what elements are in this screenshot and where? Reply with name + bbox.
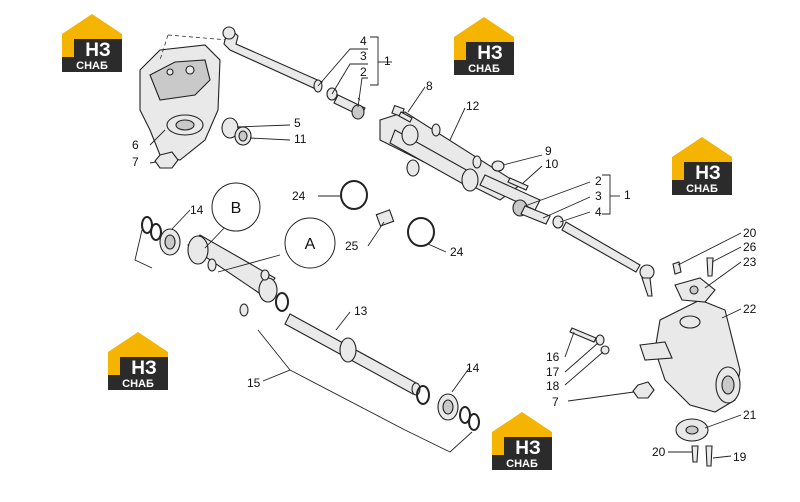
label-22: 22: [743, 302, 757, 316]
svg-text:СНАБ: СНАБ: [76, 60, 108, 72]
logo-watermark: НЗ СНАБ: [454, 17, 514, 75]
bolt-part-16: [569, 327, 597, 343]
label-1: 1: [384, 54, 391, 68]
label-25: 25: [345, 239, 359, 253]
label-5: 5: [294, 116, 301, 130]
svg-text:НЗ: НЗ: [515, 438, 541, 459]
label-8: 8: [426, 79, 433, 93]
nut-part-7-left: [154, 151, 179, 169]
right-steering-knuckle: [639, 299, 741, 413]
fitting-part-20-lower: [691, 445, 699, 463]
o-rings-left: [141, 216, 162, 241]
piston-rod-part-13: [284, 313, 421, 396]
svg-text:НЗ: НЗ: [131, 358, 157, 379]
label-15: 15: [247, 376, 261, 390]
bolt-part-10: [507, 177, 529, 191]
label-26: 26: [743, 240, 757, 254]
label-20-upper: 20: [743, 226, 757, 240]
pin-part-25: [375, 209, 395, 227]
logo-watermark: НЗ СНАБ: [672, 137, 732, 195]
label-7-right: 7: [552, 395, 559, 409]
logo-watermark: НЗ СНАБ: [108, 332, 168, 390]
label-1-right: 1: [624, 188, 631, 202]
label-20-lower: 20: [652, 445, 666, 459]
bolt-part-19: [705, 445, 713, 467]
tie-rod-right: [512, 199, 655, 297]
label-21: 21: [743, 408, 757, 422]
gland-part-14-right: [416, 385, 459, 421]
callout-a: A: [284, 217, 336, 269]
label-4-right: 4: [595, 205, 602, 219]
label-16: 16: [546, 350, 560, 364]
svg-text:НЗ: НЗ: [695, 163, 721, 184]
cap-part-23: [674, 277, 716, 303]
label-13: 13: [354, 304, 368, 318]
svg-text:НЗ: НЗ: [85, 40, 111, 61]
o-rings-middle: [275, 292, 289, 312]
label-18: 18: [546, 379, 560, 393]
logo-watermark: НЗ СНАБ: [492, 412, 552, 470]
left-steering-knuckle: [139, 34, 229, 161]
label-2: 2: [360, 65, 367, 79]
svg-text:СНАБ: СНАБ: [468, 63, 500, 75]
svg-text:СНАБ: СНАБ: [506, 458, 538, 470]
plate-part-21: [675, 418, 709, 442]
nut-part-7-right: [632, 381, 655, 399]
part-labels: 4 3 2 1 5 11 6 7 8 12 9 10 2 3 4 1 24 25…: [132, 34, 757, 464]
label-12: 12: [466, 99, 480, 113]
label-2-right: 2: [595, 174, 602, 188]
svg-text:B: B: [231, 200, 242, 217]
svg-text:НЗ: НЗ: [477, 43, 503, 64]
bushing-part-9: [491, 160, 505, 172]
circlip-part-24-upper: [340, 180, 368, 210]
gland-part-14-left: [159, 228, 181, 256]
seal-part-11: [234, 126, 252, 146]
circlip-part-24-lower: [407, 217, 435, 247]
label-3: 3: [360, 49, 367, 63]
grease-fitting-part-20: [672, 261, 682, 275]
steering-cylinder-upper: [379, 111, 541, 211]
svg-text:СНАБ: СНАБ: [122, 378, 154, 390]
label-10: 10: [545, 157, 559, 171]
label-19: 19: [733, 450, 747, 464]
svg-text:A: A: [305, 236, 316, 253]
label-4: 4: [360, 34, 367, 48]
label-23: 23: [743, 255, 757, 269]
label-24-upper: 24: [292, 189, 306, 203]
label-14-right: 14: [466, 361, 480, 375]
logo-watermark: НЗ СНАБ: [62, 14, 122, 72]
o-rings-right: [459, 406, 480, 431]
label-14-left: 14: [190, 203, 204, 217]
washer-part-17: [595, 334, 605, 346]
bushing-part-5: [221, 117, 239, 139]
bolt-part-8: [391, 104, 413, 123]
label-24-lower: 24: [450, 245, 464, 259]
label-9: 9: [545, 144, 552, 158]
label-7: 7: [132, 155, 139, 169]
svg-text:СНАБ: СНАБ: [686, 183, 718, 195]
label-3-right: 3: [595, 189, 602, 203]
label-6: 6: [132, 138, 139, 152]
cylinder-barrel: [187, 234, 278, 317]
tie-rod-upper: [222, 26, 366, 120]
callout-b: B: [211, 182, 261, 232]
label-17: 17: [546, 365, 560, 379]
label-11: 11: [294, 132, 307, 146]
bolt-part-26: [706, 257, 714, 277]
